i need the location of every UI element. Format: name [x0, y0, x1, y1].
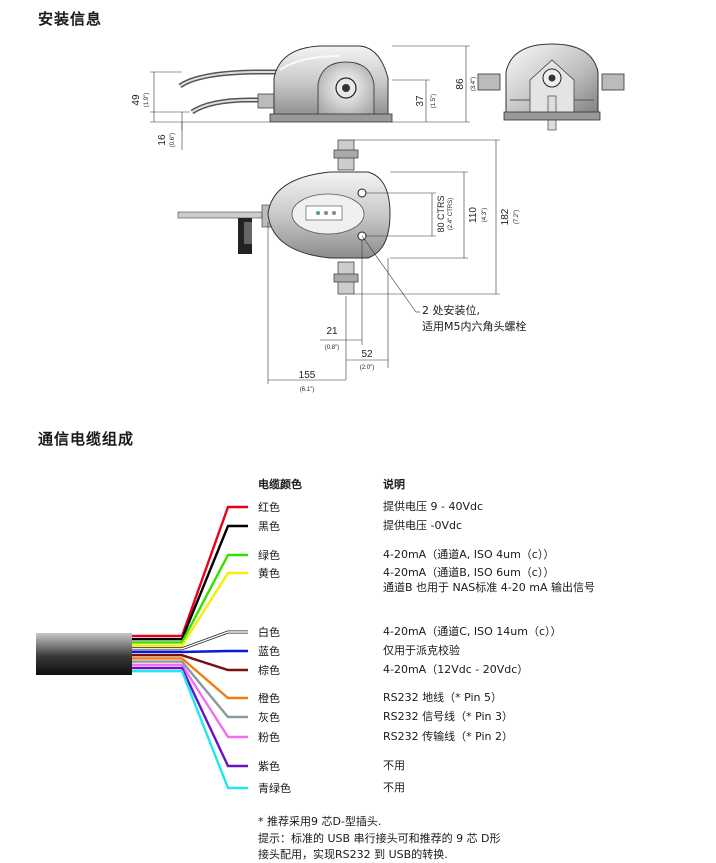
wire-color-name: 紫色 [258, 760, 280, 773]
dim-49: 49 [131, 94, 142, 106]
wire-description: 4-20mA（通道A, ISO 4um（c）） [383, 547, 554, 562]
dim-155-inch: (6.1") [300, 387, 314, 393]
wire-line [132, 666, 248, 768]
dim-37-inch: (1.5") [431, 94, 437, 108]
dim-182-inch: (7.2") [514, 210, 520, 224]
wire-color-name: 蓝色 [258, 645, 280, 658]
wire-description-line2: 通道B 也用于 NAS标准 4-20 mA 输出信号 [383, 581, 595, 594]
wire-description: RS232 信号线（* Pin 3） [383, 709, 513, 724]
col-header-desc: 说明 [383, 478, 405, 491]
col-header-color: 电缆颜色 [258, 478, 302, 491]
note-tip-line2: 接头配用，实现RS232 到 USB的转换. [258, 848, 448, 861]
cable-wire-diagram [36, 505, 248, 790]
side-view: 49 (1.9") 16 (0.6") 37 (1.5") 86 (3.4") [131, 45, 477, 150]
wire-line [132, 524, 248, 641]
wire-description: 仅用于派克校验 [383, 643, 460, 658]
wire-description-line: 4-20mA（12Vdc - 20Vdc） [383, 663, 529, 676]
wire-color-name: 白色 [258, 626, 280, 639]
wire-line [132, 654, 248, 672]
wire-description: 不用 [383, 780, 405, 795]
dim-21: 21 [326, 326, 338, 337]
mounting-callout-line2: 适用M5内六角头螺栓 [422, 320, 527, 333]
front-view [477, 43, 625, 131]
wire-line [132, 505, 248, 638]
wire-description-line: 4-20mA（通道A, ISO 4um（c）） [383, 548, 555, 561]
cable-wires [132, 505, 248, 790]
note-tip-line1: 提示：标准的 USB 串行接头可和推荐的 9 芯 D形 [258, 832, 501, 845]
mounting-callout-line1: 2 处安装位, [422, 304, 480, 317]
wire-line [132, 670, 248, 790]
wire-description: 提供电压 -0Vdc [383, 518, 462, 533]
wire-color-name: 灰色 [258, 711, 280, 724]
wire-description: 4-20mA（通道C, ISO 14um（c）） [383, 624, 562, 639]
wire-line [132, 553, 248, 644]
wire-color-name: 棕色 [258, 664, 280, 677]
wire-description-line: RS232 传输线（* Pin 2） [383, 730, 514, 743]
wire-color-name: 黄色 [258, 567, 280, 580]
wire-line [132, 663, 248, 739]
dim-52: 52 [361, 349, 373, 360]
wire-description: 4-20mA（12Vdc - 20Vdc） [383, 662, 528, 677]
wire-description-line: 不用 [383, 759, 405, 772]
dim-52-inch: (2.0") [360, 365, 374, 371]
install-drawing: 49 (1.9") 16 (0.6") 37 (1.5") 86 (3.4") [131, 43, 625, 393]
wire-description-line: 4-20mA（通道C, ISO 14um（c）） [383, 625, 562, 638]
wire-line [132, 657, 248, 700]
wire-description: RS232 地线（* Pin 5） [383, 690, 502, 705]
wire-description-line: RS232 信号线（* Pin 3） [383, 710, 514, 723]
wire-color-name: 青绿色 [258, 782, 291, 795]
wire-line [132, 571, 248, 647]
wire-line [132, 660, 248, 719]
dim-80-inch: (2.4" CTRS) [448, 198, 454, 230]
note-recommend: * 推荐采用9 芯D-型插头. [258, 815, 382, 828]
wire-description-line: 提供电压 9 - 40Vdc [383, 500, 484, 513]
wire-description-line: 提供电压 -0Vdc [383, 519, 463, 532]
dim-80: 80 CTRS [436, 195, 446, 232]
dim-110: 110 [468, 207, 479, 223]
cable-jacket [36, 633, 132, 675]
wire-description: 不用 [383, 758, 405, 773]
dim-182: 182 [500, 208, 511, 225]
dim-155: 155 [299, 370, 316, 381]
wire-line-inner [132, 631, 248, 650]
wire-color-name: 粉色 [258, 731, 280, 744]
install-section-title: 安装信息 [38, 10, 103, 28]
top-view: 80 CTRS (2.4" CTRS) 110 (4.3") 182 (7.2"… [177, 139, 520, 393]
wire-color-name: 黑色 [258, 520, 280, 533]
wire-description-line: 仅用于派克校验 [383, 644, 460, 657]
wire-color-name: 绿色 [258, 549, 280, 562]
dim-86: 86 [455, 78, 466, 90]
mounting-callout: 2 处安装位, 适用M5内六角头螺栓 [422, 303, 527, 335]
wire-description: 4-20mA（通道B, ISO 6um（c）） 通道B 也用于 NAS标准 4-2… [383, 565, 595, 595]
dim-110-inch: (4.3") [482, 208, 488, 222]
wire-description-line: 不用 [383, 781, 405, 794]
dim-16: 16 [157, 134, 168, 146]
dim-86-inch: (3.4") [471, 77, 477, 91]
wire-description-line: 4-20mA（通道B, ISO 6um（c）） [383, 566, 555, 579]
dim-21-inch: (0.8") [325, 345, 339, 351]
dim-37: 37 [415, 95, 426, 107]
dim-49-inch: (1.9") [144, 93, 150, 107]
wire-description-line: RS232 地线（* Pin 5） [383, 691, 503, 704]
cable-section-title: 通信电缆组成 [38, 430, 135, 448]
wire-description: 提供电压 9 - 40Vdc [383, 499, 483, 514]
wire-description: RS232 传输线（* Pin 2） [383, 729, 513, 744]
wire-color-name: 红色 [258, 501, 280, 514]
dim-16-inch: (0.6") [170, 133, 176, 147]
wire-line [132, 649, 248, 654]
wire-color-name: 橙色 [258, 692, 280, 705]
